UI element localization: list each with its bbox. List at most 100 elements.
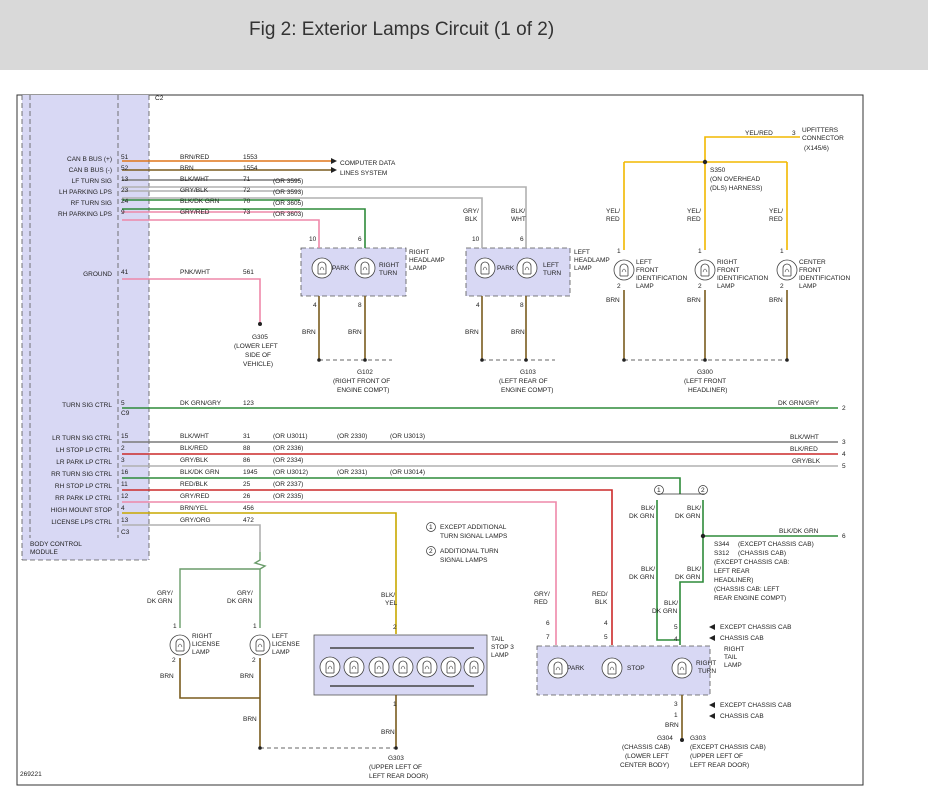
pin-number: 13 bbox=[121, 176, 129, 183]
tail3-l2: STOP 3 bbox=[491, 644, 514, 651]
ident-wire1: YEL/ bbox=[769, 208, 783, 215]
rt-except-cc: EXCEPT CHASSIS CAB bbox=[720, 624, 791, 631]
note2-num: 2 bbox=[429, 548, 433, 555]
left-turn-bulb-icon bbox=[516, 257, 538, 279]
pin-number: 5 bbox=[121, 400, 125, 407]
lh-brn-b: BRN bbox=[511, 329, 525, 336]
ident-l3: IDENTIFICATION bbox=[636, 275, 687, 282]
ident-l2: FRONT bbox=[799, 267, 821, 274]
g305-name: G305 bbox=[252, 334, 268, 341]
wire-circuit: 71 bbox=[243, 176, 251, 183]
lh-turn-l2: TURN bbox=[543, 270, 561, 277]
s344-l1: S344 bbox=[714, 541, 730, 548]
tail3-bulb-icon bbox=[392, 656, 414, 678]
pin-label: RF TURN SIG bbox=[71, 200, 112, 207]
figure-number: 269221 bbox=[20, 771, 42, 778]
wire-circuit: 1945 bbox=[243, 469, 258, 476]
g303b-l1: (EXCEPT CHASSIS CAB) bbox=[690, 744, 766, 751]
ident-pin2: 2 bbox=[617, 283, 621, 290]
wire-color: GRY/RED bbox=[180, 209, 210, 216]
ident-brn: BRN bbox=[687, 297, 701, 304]
g303-name: G303 bbox=[388, 755, 404, 762]
lh-wire-a2: BLK bbox=[465, 216, 478, 223]
pin-label: HIGH MOUNT STOP bbox=[51, 507, 112, 514]
wire-color: BRN/YEL bbox=[180, 505, 208, 512]
license-l3: LAMP bbox=[192, 649, 210, 656]
wire-circuit: 73 bbox=[243, 209, 251, 216]
ident-wire1: YEL/ bbox=[687, 208, 701, 215]
pin-label: LF TURN SIG bbox=[72, 178, 112, 185]
tail3-brn: BRN bbox=[381, 729, 395, 736]
wire-circuit: 1554 bbox=[243, 165, 258, 172]
tail3-bulb-icon bbox=[463, 656, 485, 678]
wire-circuit: 31 bbox=[243, 433, 251, 440]
pin-label: LH PARKING LPS bbox=[59, 189, 113, 196]
pin-number: 51 bbox=[121, 154, 129, 161]
rt-pin-turn-a: 5 bbox=[674, 624, 678, 631]
ident-l4: LAMP bbox=[636, 283, 654, 290]
license-brn: BRN bbox=[243, 716, 257, 723]
rt-turn-bulb-icon bbox=[671, 657, 693, 679]
rh-pin-a: 10 bbox=[309, 236, 317, 243]
ident-l3: IDENTIFICATION bbox=[799, 275, 850, 282]
license-pin2: 2 bbox=[172, 657, 176, 664]
wire-circuit: 1553 bbox=[243, 154, 258, 161]
wire-alt-circuit: (OR 3605) bbox=[273, 200, 303, 207]
lh-label1: LEFT bbox=[574, 249, 590, 256]
note2-l1: ADDITIONAL TURN bbox=[440, 548, 499, 555]
arrow-can-plus bbox=[331, 158, 337, 164]
edge-lh-stop-num: 4 bbox=[842, 451, 846, 458]
rt-brn: BRN bbox=[665, 722, 679, 729]
g303b-name: G303 bbox=[690, 735, 706, 742]
edge-turn-num: 2 bbox=[842, 405, 846, 412]
g103-l2: ENGINE COMPT) bbox=[501, 387, 553, 394]
lh-pin-a: 10 bbox=[472, 236, 480, 243]
wire-color: GRY/ORG bbox=[180, 517, 211, 524]
wire-color: BLK/DK GRN bbox=[180, 469, 220, 476]
computer-data-line1: COMPUTER DATA bbox=[340, 160, 396, 167]
pin-label: RH PARKING LPS bbox=[58, 211, 113, 218]
g300-l2: HEADLINER) bbox=[688, 387, 727, 394]
wire-color: BLK/DK GRN bbox=[180, 198, 220, 205]
rh-pin-d: 8 bbox=[358, 302, 362, 309]
note1-l1: EXCEPT ADDITIONAL bbox=[440, 524, 507, 531]
wire-circuit: 456 bbox=[243, 505, 254, 512]
rt-label3: LAMP bbox=[724, 662, 742, 669]
right-turn-bulb-icon bbox=[354, 257, 376, 279]
wire-color: GRY/BLK bbox=[180, 187, 209, 194]
pin-label: RH STOP LP CTRL bbox=[55, 483, 112, 490]
wire-alt-circuit: (OR 2335) bbox=[273, 493, 303, 500]
g304-l3: CENTER BODY) bbox=[620, 762, 669, 769]
pin-label: CAN B BUS (-) bbox=[69, 167, 112, 174]
rt-gnd-pin-b: 1 bbox=[674, 712, 678, 719]
rh-label1: RIGHT bbox=[409, 249, 429, 256]
tail3-l1: TAIL bbox=[491, 636, 505, 643]
g303b-l2: (UPPER LEFT OF bbox=[690, 753, 743, 760]
s350-l1: (ON OVERHEAD bbox=[710, 176, 761, 183]
splice-a2: DK GRN bbox=[629, 513, 655, 520]
wire-color: BLK/WHT bbox=[180, 176, 209, 183]
pin-number: 16 bbox=[121, 469, 129, 476]
wire-color: PNK/WHT bbox=[180, 269, 210, 276]
rh-turn-l1: RIGHT bbox=[379, 262, 399, 269]
note2-l2: SIGNAL LAMPS bbox=[440, 557, 488, 564]
wire-color: DK GRN/GRY bbox=[180, 400, 222, 407]
pin-number: 23 bbox=[121, 187, 129, 194]
pin-number: 15 bbox=[121, 433, 129, 440]
pin-number: 13 bbox=[121, 517, 129, 524]
upfitters-color: YEL/RED bbox=[745, 130, 773, 137]
pin-label: GROUND bbox=[83, 271, 112, 278]
s344-l2: S312 bbox=[714, 550, 730, 557]
tail-stop3-bulbs bbox=[319, 647, 485, 687]
rt-park-bulb-icon bbox=[547, 657, 569, 679]
ident-l2: FRONT bbox=[636, 267, 658, 274]
lh-wire-a1: GRY/ bbox=[463, 208, 479, 215]
license-l1: RIGHT bbox=[192, 633, 212, 640]
figure-header: Fig 2: Exterior Lamps Circuit (1 of 2) bbox=[0, 0, 928, 70]
identification-lamps: YEL/RED12LEFTFRONTIDENTIFICATIONLAMPBRNY… bbox=[606, 208, 850, 304]
s344-l7: REAR ENGINE COMPT) bbox=[714, 595, 786, 602]
g303-l1: (UPPER LEFT OF bbox=[369, 764, 422, 771]
pin-label: TURN SIG CTRL bbox=[62, 402, 112, 409]
